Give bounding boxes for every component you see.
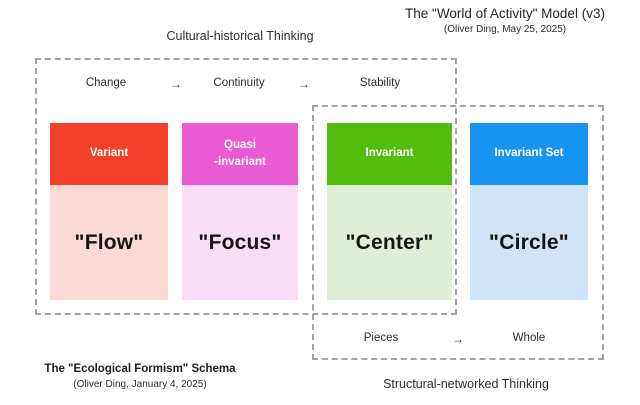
column-variant-flow: Variant "Flow" bbox=[50, 123, 168, 300]
schema-caption: The "Ecological Formism" Schema bbox=[44, 363, 236, 375]
term-pieces: Pieces bbox=[363, 332, 399, 344]
column-header: Invariant bbox=[327, 123, 452, 185]
column-body: "Circle" bbox=[470, 185, 588, 300]
cultural-thinking-label: Cultural-historical Thinking bbox=[166, 29, 314, 43]
cultural-dashed-group bbox=[35, 58, 457, 315]
term-continuity: Continuity bbox=[213, 77, 265, 89]
title-block: The "World of Activity" Model (v3) (Oliv… bbox=[388, 6, 622, 35]
diagram-title: The "World of Activity" Model (v3) bbox=[405, 6, 605, 21]
column-body: "Focus" bbox=[182, 185, 298, 300]
column-header: Invariant Set bbox=[470, 123, 588, 185]
diagram-subtitle: (Oliver Ding, May 25, 2025) bbox=[443, 24, 567, 35]
term-stability: Stability bbox=[359, 77, 401, 89]
column-header: Quasi -invariant bbox=[182, 123, 298, 185]
column-invariant-set-circle: Invariant Set "Circle" bbox=[470, 123, 588, 300]
column-invariant-center: Invariant "Center" bbox=[327, 123, 452, 300]
caption-block: The "Ecological Formism" Schema (Oliver … bbox=[28, 363, 252, 390]
column-body: "Center" bbox=[327, 185, 452, 300]
structural-thinking-label: Structural-networked Thinking bbox=[383, 377, 549, 391]
column-header: Variant bbox=[50, 123, 168, 185]
arrow-right-icon: → bbox=[452, 332, 464, 346]
schema-caption-subtitle: (Oliver Ding, January 4, 2025) bbox=[73, 379, 207, 390]
term-whole: Whole bbox=[512, 332, 546, 344]
column-quasi-invariant-focus: Quasi -invariant "Focus" bbox=[182, 123, 298, 300]
structural-dashed-group bbox=[312, 105, 604, 360]
arrow-right-icon: → bbox=[298, 77, 310, 91]
column-body: "Flow" bbox=[50, 185, 168, 300]
term-change: Change bbox=[85, 77, 127, 89]
arrow-right-icon: → bbox=[170, 77, 182, 91]
